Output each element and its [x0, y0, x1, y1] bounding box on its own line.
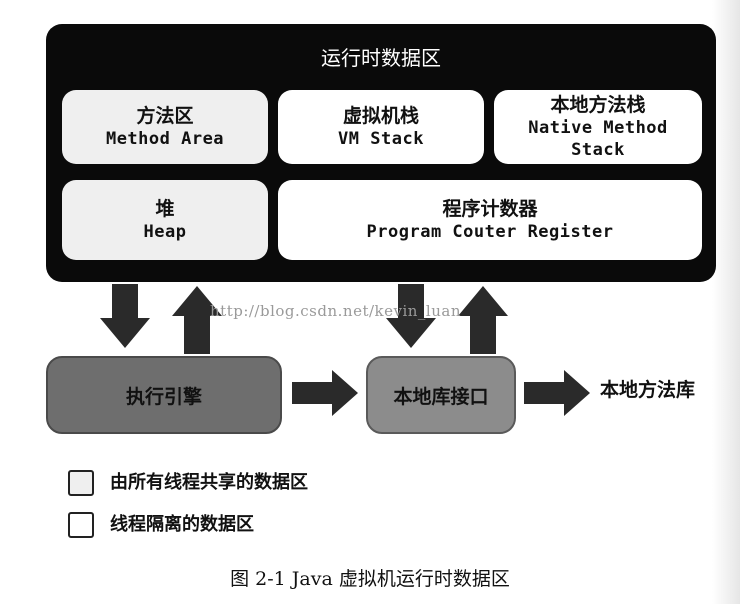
figure-caption: 图 2-1 Java 虚拟机运行时数据区 — [230, 568, 510, 590]
native-method-stack-box: 本地方法栈 Native Method Stack — [494, 90, 702, 164]
heap-zh-label: 堆 — [155, 198, 175, 220]
native-interface-box: 本地库接口 — [366, 356, 516, 434]
native-method-stack-en-label: Native Method Stack — [528, 118, 668, 160]
watermark-url: http://blog.csdn.net/kevin_luan — [210, 302, 461, 320]
execution-engine-label: 执行引擎 — [125, 385, 202, 408]
vm-stack-zh-label: 虚拟机栈 — [342, 105, 419, 127]
vm-stack-en-label: VM Stack — [338, 129, 424, 149]
scan-edge-shadow — [712, 0, 740, 604]
method-area-en-label: Method Area — [105, 129, 225, 149]
program-counter-box: 程序计数器 Program Couter Register — [278, 180, 702, 260]
arrow-up-from-interface — [458, 286, 508, 354]
native-method-stack-zh-label: 本地方法栈 — [550, 94, 646, 116]
heap-en-label: Heap — [143, 222, 187, 242]
execution-engine-box: 执行引擎 — [46, 356, 282, 434]
program-counter-zh-label: 程序计数器 — [442, 198, 538, 220]
method-area-zh-label: 方法区 — [136, 105, 194, 127]
heap-box: 堆 Heap — [62, 180, 268, 260]
program-counter-en-label: Program Couter Register — [366, 222, 614, 242]
arrow-engine-to-interface — [292, 370, 358, 416]
legend-isolated-swatch — [68, 512, 94, 538]
native-library-label: 本地方法库 — [600, 379, 696, 401]
arrow-up-from-engine — [172, 286, 222, 354]
native-interface-label: 本地库接口 — [393, 385, 489, 408]
legend-shared-label: 由所有线程共享的数据区 — [110, 472, 308, 493]
vm-stack-box: 虚拟机栈 VM Stack — [278, 90, 484, 164]
runtime-area-title: 运行时数据区 — [321, 46, 441, 70]
legend-isolated-label: 线程隔离的数据区 — [110, 514, 254, 535]
arrow-down-to-interface — [386, 284, 436, 348]
arrow-down-to-engine — [100, 284, 150, 348]
arrow-interface-to-library — [524, 370, 590, 416]
legend-shared-swatch — [68, 470, 94, 496]
method-area-box: 方法区 Method Area — [62, 90, 268, 164]
